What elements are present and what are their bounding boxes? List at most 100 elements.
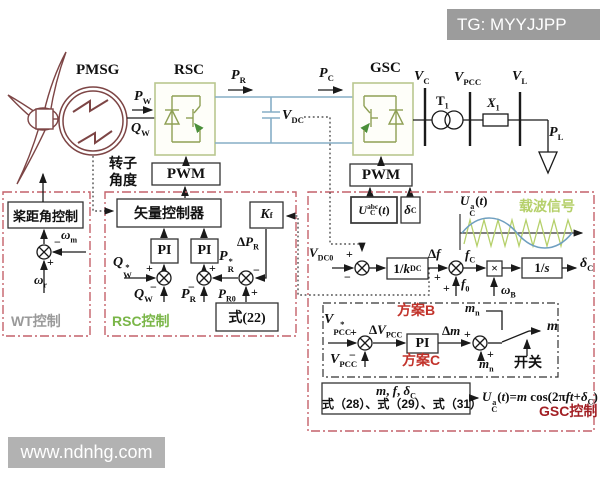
vdc-label: VDC	[282, 108, 304, 125]
minus-sign: −	[349, 348, 356, 362]
rsc-control-lines	[116, 198, 284, 332]
gsc-frequency-chain	[332, 257, 578, 296]
x1-label: X1	[487, 95, 500, 113]
omega-b-label: ωB	[501, 282, 516, 300]
plus-sign: +	[251, 285, 258, 299]
power-flow-arrows	[132, 86, 344, 114]
carrier-signal-label: 载波信号	[519, 198, 575, 214]
pmsg-machine-icon	[58, 86, 128, 156]
wt-control-title: WT控制	[11, 313, 61, 329]
delta-f-to-kf-line	[285, 212, 430, 296]
control-region-borders	[2, 191, 595, 432]
gsc-modulation-boxes	[350, 196, 421, 224]
omega-m-label: ωm	[61, 227, 78, 245]
pi-box-3-label: PI	[415, 335, 430, 351]
wt-control-lines	[7, 172, 86, 293]
pc-label: PC	[319, 66, 334, 83]
scheme-b-title: 方案B	[397, 302, 436, 318]
rsc-control-title: RSC控制	[112, 313, 170, 329]
delta-f-label: Δf	[428, 246, 441, 261]
rotor-angle-line	[92, 156, 115, 215]
qw-fb-label: QW	[134, 287, 153, 304]
delta-c-out-label: δC	[580, 256, 594, 273]
plus-sign: +	[350, 325, 357, 339]
scheme-bc-chain	[328, 310, 542, 367]
plus-sign: +	[47, 255, 54, 269]
minus-sign: −	[188, 280, 195, 294]
plus-sign: +	[464, 327, 471, 341]
delta-m-label: Δm	[442, 323, 461, 338]
multiplier-sign: ×	[491, 261, 498, 275]
switch-label: 开关	[514, 354, 542, 370]
dotted-signal-lines	[92, 116, 430, 296]
rotor-angle-label-2: 角度	[109, 172, 137, 188]
equation-box	[321, 382, 480, 415]
sine-wave	[461, 217, 573, 249]
wind-turbine-icon	[7, 51, 67, 185]
plus-sign: +	[487, 347, 494, 361]
minus-sign: −	[150, 280, 157, 294]
pwm-gsc-label: PWM	[361, 166, 401, 183]
scheme-b-border	[322, 302, 559, 378]
fc-label: fC	[465, 247, 476, 265]
vdc0-label: VDC0	[309, 245, 334, 263]
pl-label: PL	[549, 125, 564, 142]
gsc-control-border	[307, 191, 595, 432]
gsc-label: GSC	[370, 60, 401, 76]
pw-label: PW	[134, 89, 152, 106]
pwm-rsc-label: PWM	[166, 165, 206, 182]
minus-sign: −	[344, 270, 351, 284]
qw-ref-label: Q*W	[113, 255, 132, 280]
pwm-boxes	[151, 162, 413, 187]
eq22-box-label: 式(22)	[228, 311, 266, 326]
pr-ref-label: P*R	[219, 249, 234, 274]
inv-s-box-label: 1/s	[534, 260, 550, 275]
plus-sign: +	[434, 270, 441, 284]
pi-box-1-label: PI	[157, 243, 172, 258]
plus-sign: +	[443, 281, 450, 295]
delta-pr-label: ΔPR	[237, 234, 259, 252]
vpcc-ref-label: V*PCC	[324, 312, 352, 337]
carrier-waveform	[459, 214, 584, 250]
vpcc-label: VPCC	[454, 70, 482, 87]
delta-vpcc-label: ΔVPCC	[369, 322, 403, 340]
rotor-angle-label-1: 转子	[109, 155, 137, 171]
pr-fb-label: PR	[181, 287, 196, 304]
plus-sign: +	[146, 261, 153, 275]
rsc-converter-icon	[154, 82, 216, 156]
scheme-c-title: 方案C	[402, 352, 441, 368]
gsc-converter-icon	[352, 82, 414, 156]
equation-box-line2: 式（28）、式（29）、式（31）	[322, 397, 483, 411]
selector-switch-arm	[501, 330, 530, 343]
plus-sign: +	[346, 247, 353, 261]
pitch-control-box-label: 桨距角控制	[12, 208, 78, 224]
minus-sign: −	[253, 263, 260, 277]
watermark: www.ndnhg.com	[8, 437, 165, 468]
t1-label: T1	[436, 93, 449, 111]
pi-box-2-label: PI	[197, 243, 212, 258]
vc-label: VC	[414, 69, 430, 86]
mn-top-label: mn	[465, 300, 480, 318]
omega-r-label: ωr	[34, 272, 47, 290]
vector-controller-box-label: 矢量控制器	[134, 207, 204, 222]
pr-label: PR	[231, 68, 246, 85]
pr0-label: PR0	[218, 286, 236, 304]
m-out-label: m	[547, 319, 558, 334]
tg-badge: TG: MYYJJPP	[447, 9, 600, 40]
dc-link	[215, 96, 353, 144]
mn-bottom-label: mn	[479, 356, 494, 374]
vl-label: VL	[512, 69, 528, 86]
equation-box-line1: m, f, δC	[376, 383, 416, 401]
grid-network	[413, 88, 558, 175]
pmsg-label: PMSG	[76, 62, 120, 78]
wt-control-border	[2, 191, 91, 337]
gsc-control-title: GSC控制	[539, 403, 598, 419]
rsc-label: RSC	[174, 62, 205, 78]
triangle-carrier-wave	[463, 217, 573, 249]
